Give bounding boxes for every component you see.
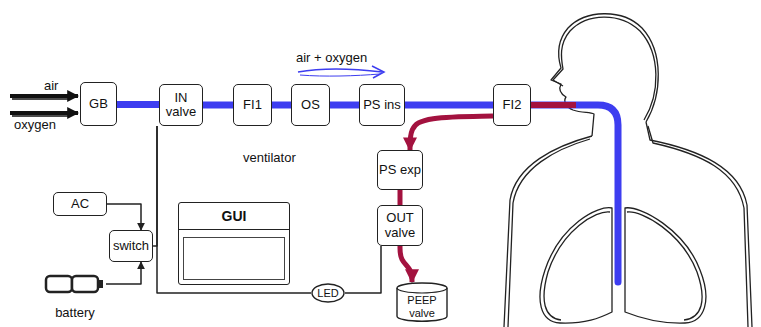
component-label: AC bbox=[71, 197, 89, 211]
pressure-sensor-box: PS ins bbox=[359, 84, 405, 126]
flow-label: oxygen bbox=[14, 118, 56, 132]
component-label: LED bbox=[317, 287, 338, 299]
pressure-sensor-box: PS exp bbox=[377, 150, 423, 190]
component-label: PEEP valve bbox=[396, 294, 448, 318]
left-lung bbox=[540, 208, 612, 323]
battery-terminal bbox=[98, 280, 103, 288]
air-pipe bbox=[330, 102, 359, 109]
right-lung bbox=[625, 208, 706, 323]
device-label: ventilator bbox=[243, 151, 296, 165]
airway-tube bbox=[531, 105, 618, 282]
component-label: PS exp bbox=[379, 163, 421, 177]
right-lung-stroke bbox=[627, 212, 702, 320]
switch-box: switch bbox=[109, 230, 153, 262]
filter-box: FI2 bbox=[493, 84, 531, 126]
component-label: OS bbox=[301, 98, 320, 112]
led-body bbox=[312, 284, 344, 302]
battery-symbol: battery bbox=[44, 270, 106, 320]
power-wire bbox=[157, 126, 311, 293]
cylinder-rim bbox=[397, 288, 447, 293]
exhale-pipe bbox=[410, 116, 493, 150]
flow-label: air bbox=[44, 79, 58, 93]
air-input-arrow bbox=[10, 94, 78, 98]
air-pipe bbox=[203, 102, 233, 109]
exhale-pipe bbox=[400, 246, 412, 282]
flow-label: air + oxygen bbox=[296, 51, 367, 65]
led-oval: LED bbox=[311, 283, 345, 303]
oxygen-sensor-box: OS bbox=[291, 84, 330, 126]
battery-cell bbox=[72, 276, 98, 292]
power-wire bbox=[107, 204, 141, 230]
battery-cell bbox=[46, 276, 72, 292]
outlet-valve-box: OUT valve bbox=[377, 205, 423, 246]
exhale-flow bbox=[531, 102, 576, 108]
component-label: switch bbox=[113, 239, 149, 253]
air-pipe bbox=[117, 101, 159, 108]
flow-arrow-stroke bbox=[300, 74, 380, 76]
battery-icon bbox=[44, 270, 106, 298]
right-shoulder bbox=[646, 122, 752, 327]
peep-valve-cylinder: PEEP valve bbox=[396, 282, 448, 322]
air-pipe bbox=[405, 102, 493, 109]
exhale-pipe bbox=[398, 190, 403, 205]
gas-blender-box: GB bbox=[80, 82, 117, 126]
air-pipe bbox=[272, 102, 291, 109]
cylinder-body bbox=[397, 283, 447, 321]
component-label: GUI bbox=[179, 203, 289, 230]
flow-arrow-head bbox=[372, 66, 384, 78]
air-input-stroke bbox=[12, 98, 70, 100]
left-shoulder bbox=[504, 136, 592, 327]
component-label: GB bbox=[89, 97, 108, 111]
power-wire bbox=[345, 246, 381, 293]
inlet-valve-box: IN valve bbox=[159, 84, 203, 126]
component-label: FI1 bbox=[243, 98, 262, 112]
flow-arrow bbox=[298, 69, 382, 72]
component-label: IN valve bbox=[160, 91, 202, 120]
patient-figure bbox=[504, 14, 752, 327]
gui-panel-box: GUI bbox=[178, 202, 290, 285]
power-wire bbox=[106, 262, 141, 284]
left-lung-stroke bbox=[544, 212, 610, 320]
oxygen-input-arrow bbox=[10, 111, 78, 115]
gui-screen bbox=[183, 237, 285, 280]
component-label: PS ins bbox=[363, 98, 401, 112]
component-label: battery bbox=[55, 306, 95, 320]
filter-box: FI1 bbox=[233, 84, 272, 126]
head-outline bbox=[551, 14, 658, 136]
component-label: OUT valve bbox=[378, 211, 422, 240]
power-source-box: AC bbox=[53, 192, 107, 216]
right-shoulder-stroke bbox=[648, 126, 748, 327]
component-label: FI2 bbox=[503, 98, 522, 112]
left-shoulder-stroke bbox=[508, 139, 590, 327]
oxygen-input-stroke bbox=[12, 115, 70, 117]
